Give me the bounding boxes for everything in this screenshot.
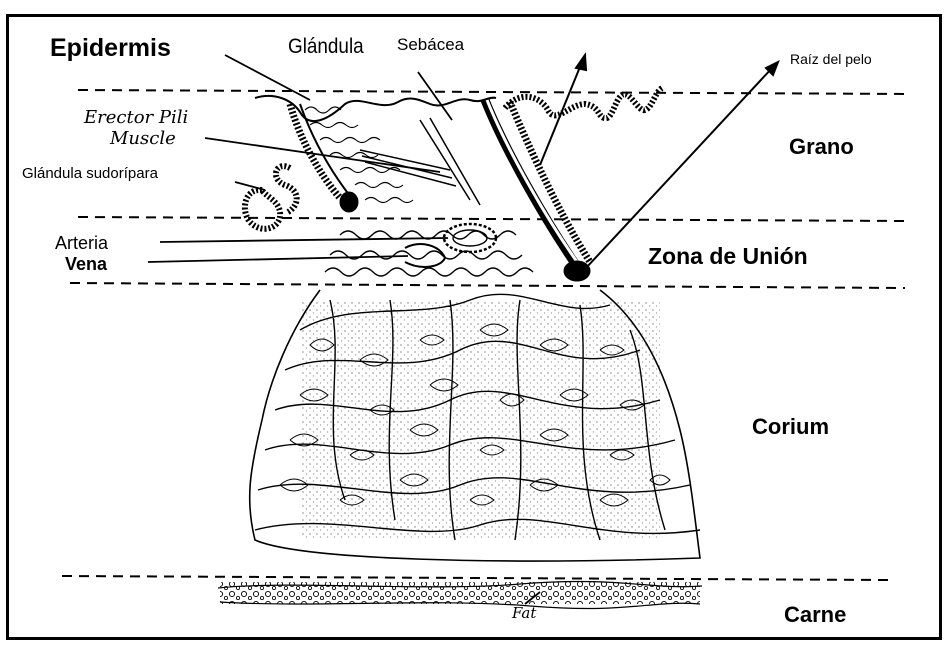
label-sebacea: Sebácea — [397, 36, 464, 53]
sweat-gland-coil — [245, 166, 297, 229]
epidermis-leader — [225, 55, 310, 100]
label-erector-pili: Erector Pili — [84, 109, 188, 127]
sebacea-leader — [418, 72, 452, 120]
hair-shaft-arrow-line — [540, 62, 582, 165]
label-fat: Fat — [512, 606, 536, 621]
layer-label-corium: Corium — [752, 416, 829, 438]
label-glandula-sudoripara: Glándula sudorípara — [22, 166, 158, 181]
boundary-union-corium — [70, 283, 905, 288]
label-epidermis: Epidermis — [50, 36, 171, 61]
boundary-grano-union — [78, 217, 905, 221]
label-raiz-del-pelo: Raíz del pelo — [790, 52, 872, 66]
boundary-top — [78, 90, 910, 94]
label-muscle: Muscle — [110, 130, 176, 148]
hair-root-bulb — [564, 261, 590, 281]
corium-network — [250, 290, 700, 561]
vena-leader — [148, 256, 408, 262]
label-vena: Vena — [65, 255, 107, 273]
corium-stipple — [300, 300, 660, 540]
layer-label-zona-de-union: Zona de Unión — [648, 245, 808, 268]
epidermis-layer — [245, 88, 662, 281]
layer-label-grano: Grano — [789, 136, 854, 158]
erector-leader — [205, 138, 440, 172]
hair-shaft-inner — [487, 100, 580, 266]
layer-label-carne: Carne — [784, 604, 846, 626]
fat-layer — [218, 581, 702, 608]
raiz-arrow-line — [586, 67, 773, 268]
boundary-corium-carne — [62, 576, 890, 580]
erector-muscle — [360, 118, 480, 205]
arteria-leader — [160, 238, 448, 242]
label-glandula: Glándula — [288, 36, 364, 57]
junction-zone — [325, 224, 533, 276]
gland-bulb-left — [340, 192, 358, 212]
hair-shaft-arrowhead — [576, 55, 586, 70]
label-arteria: Arteria — [55, 234, 108, 252]
sudoripara-leader — [235, 182, 265, 190]
